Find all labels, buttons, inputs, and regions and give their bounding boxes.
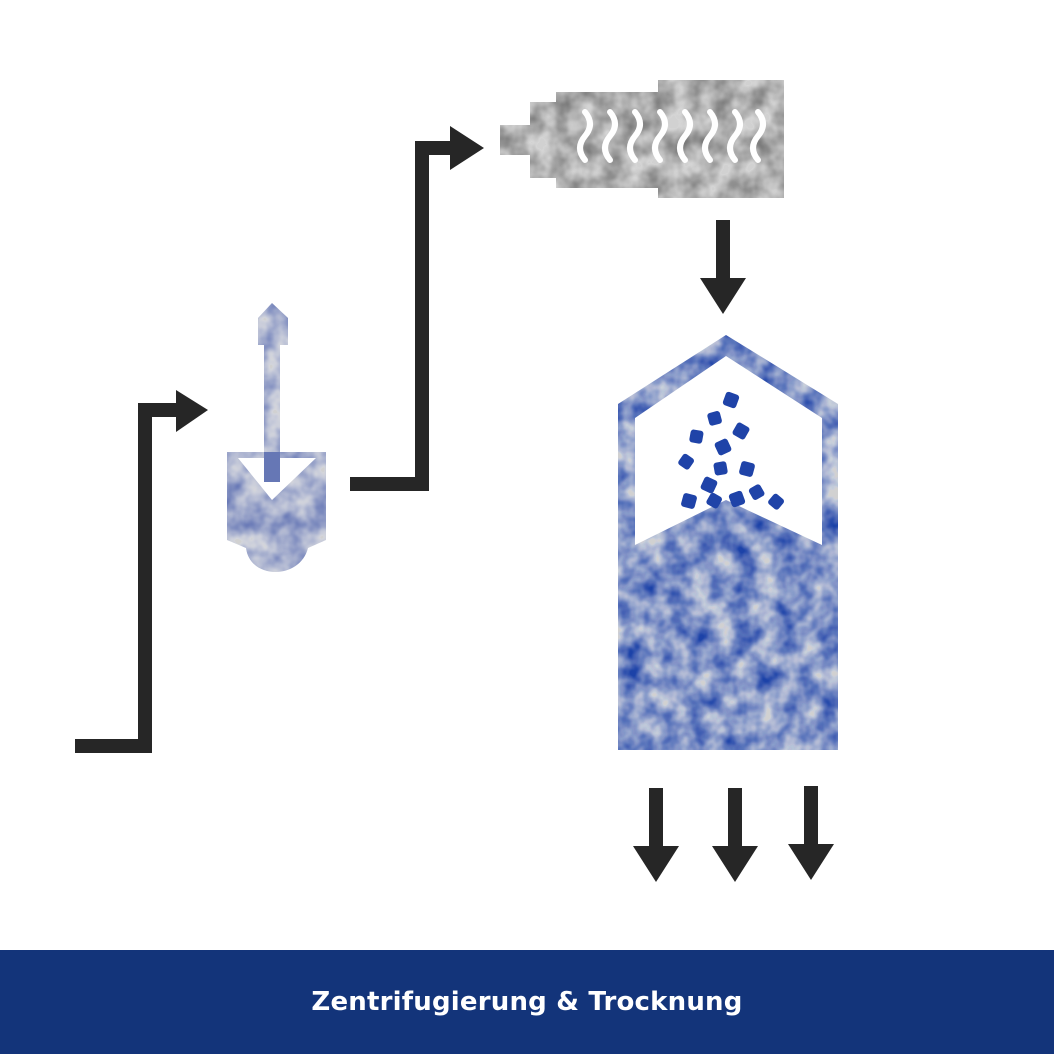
flow-arrow-to-mixer (75, 390, 208, 753)
flow-arrow-to-centrifuge (350, 126, 484, 491)
output-arrow-left (633, 788, 679, 882)
flow-arrow-to-silo (700, 220, 746, 314)
output-arrow-right (788, 786, 834, 880)
centrifuge-dryer-icon (500, 80, 784, 198)
granule-pile (678, 391, 784, 510)
footer-bar: Zentrifugierung & Trocknung (0, 950, 1054, 1054)
heating-coil-icon (577, 109, 766, 163)
output-arrow-center (712, 788, 758, 882)
footer-label: Zentrifugierung & Trocknung (311, 987, 743, 1017)
agitator-mixer-icon (227, 303, 326, 572)
process-diagram (75, 80, 838, 882)
mixer-shaft (264, 452, 280, 482)
